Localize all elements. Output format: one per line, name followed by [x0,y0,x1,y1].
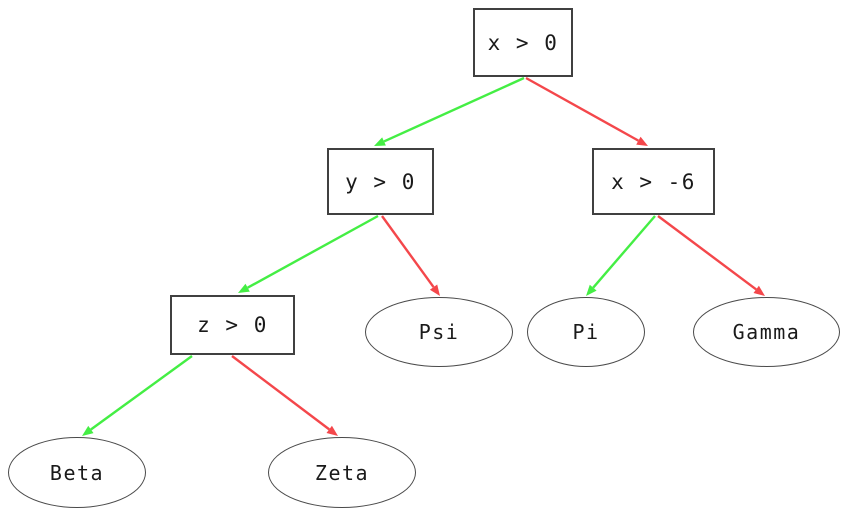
node-label: Zeta [314,460,370,485]
leaf-node-beta[interactable]: Beta [8,437,146,508]
leaf-node-zeta[interactable]: Zeta [268,437,416,508]
decision-node-root[interactable]: x > 0 [473,8,573,77]
node-label: x > -6 [611,169,696,194]
arrowhead-root-to-x_gt_n6 [636,136,648,146]
node-label: Psi [418,320,460,344]
edge-z_gt_0-to-beta [90,355,193,431]
arrowhead-x_gt_n6-to-gamma [753,285,765,296]
decision-node-x-gt-minus-6[interactable]: x > -6 [592,148,715,215]
node-label: Beta [49,460,105,485]
leaf-node-pi[interactable]: Pi [527,297,645,367]
arrowhead-y_gt_0-to-psi [429,284,440,296]
leaf-node-gamma[interactable]: Gamma [693,297,840,367]
edge-y_gt_0-to-psi [381,215,435,288]
arrowhead-x_gt_n6-to-pi [586,284,597,296]
node-label: y > 0 [345,169,416,194]
edge-z_gt_0-to-zeta [231,355,330,431]
edge-root-to-y_gt_0 [383,76,525,143]
arrowhead-y_gt_0-to-z_gt_0 [238,283,250,293]
node-label: Pi [572,320,600,344]
decision-node-z-gt-0[interactable]: z > 0 [170,295,295,355]
node-label: z > 0 [197,313,268,337]
edge-x_gt_n6-to-gamma [657,215,757,291]
edge-root-to-x_gt_n6 [525,76,639,142]
decision-node-y-gt-0[interactable]: y > 0 [327,148,434,215]
arrowhead-z_gt_0-to-beta [82,425,94,436]
node-label: x > 0 [487,30,559,55]
edge-y_gt_0-to-z_gt_0 [247,214,379,289]
leaf-node-psi[interactable]: Psi [365,297,513,367]
arrowhead-z_gt_0-to-zeta [326,425,338,436]
edge-x_gt_n6-to-pi [592,215,656,289]
arrowhead-root-to-y_gt_0 [374,137,386,146]
node-label: Gamma [732,320,801,344]
